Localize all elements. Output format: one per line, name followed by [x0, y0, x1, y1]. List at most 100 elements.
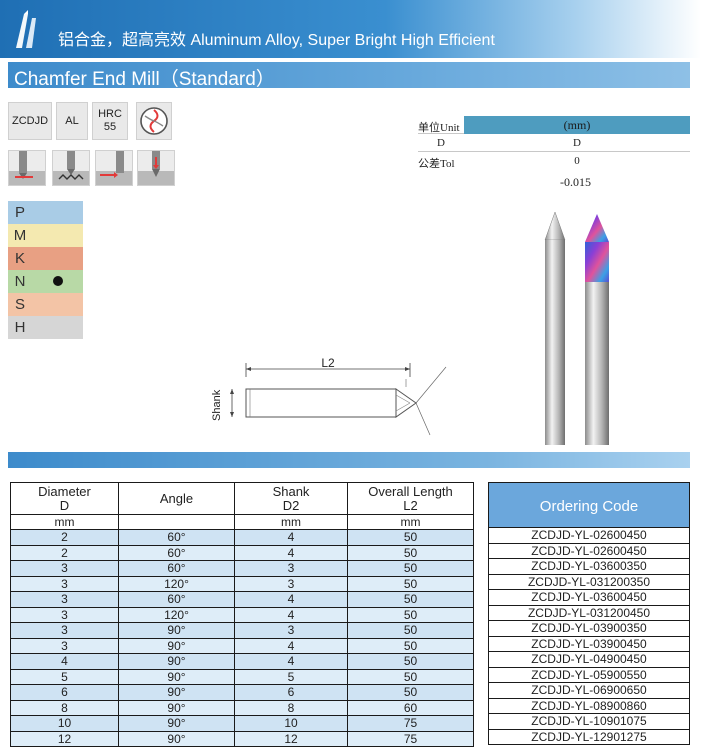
material-box: AL	[56, 102, 88, 140]
table-cell: 50	[347, 637, 474, 654]
unit-value: (mm)	[464, 116, 690, 134]
suitable-dot-icon	[53, 276, 63, 286]
ordering-code: ZCDJD-YL-10901075	[488, 714, 690, 730]
banner-text: 铝合金，超高亮效 Aluminum Alloy, Super Bright Hi…	[58, 32, 495, 49]
table-cell: 75	[347, 730, 474, 747]
unit-label: 单位Unit	[418, 122, 460, 134]
tool-logo-icon	[16, 10, 36, 48]
ordering-code: ZCDJD-YL-031200350	[488, 574, 690, 590]
table-cell: 50	[347, 684, 474, 701]
material-mark	[32, 270, 83, 293]
table-cell: 90°	[118, 653, 235, 670]
ordering-code: ZCDJD-YL-12901275	[488, 729, 690, 745]
ordering-code: ZCDJD-YL-02600450	[488, 543, 690, 559]
ordering-code: ZCDJD-YL-03900450	[488, 636, 690, 652]
table-cell: 4	[10, 653, 119, 670]
table-cell: 50	[347, 668, 474, 685]
ordering-code: ZCDJD-YL-03900350	[488, 621, 690, 637]
unit-cell: mm	[10, 514, 119, 530]
page-title: Chamfer End Mill（Standard）	[14, 69, 275, 90]
ordering-code: ZCDJD-YL-06900650	[488, 683, 690, 699]
material-mark	[32, 316, 83, 339]
material-row-p: P	[8, 201, 83, 224]
table-cell: 60°	[118, 529, 235, 546]
title-bar: Chamfer End Mill（Standard）	[8, 62, 690, 90]
material-row-h: H	[8, 316, 83, 339]
d-value: D	[573, 137, 581, 149]
table-cell: 10	[10, 715, 119, 732]
tol-row: 公差Tol 0	[418, 152, 690, 170]
table-cell: 4	[234, 606, 348, 623]
table-cell: 50	[347, 575, 474, 592]
tol-lower: -0.015	[560, 175, 591, 189]
table-cell: 2	[10, 529, 119, 546]
table-cell: 120°	[118, 575, 235, 592]
table-cell: 4	[234, 591, 348, 608]
unit-row: 单位Unit (mm)	[418, 116, 690, 134]
ordering-code: ZCDJD-YL-03600450	[488, 590, 690, 606]
tool-product-image	[544, 211, 609, 445]
header-row: Diameter D Angle Shank D2 Overall Length…	[10, 482, 474, 515]
header-diameter: Diameter D	[10, 482, 119, 515]
table-cell: 2	[10, 544, 119, 561]
header-angle: Angle	[118, 482, 235, 515]
hrc-value: 55	[103, 121, 117, 133]
table-cell: 5	[10, 668, 119, 685]
top-banner: 铝合金，超高亮效 Aluminum Alloy, Super Bright Hi…	[0, 0, 701, 58]
table-cell: 90°	[118, 684, 235, 701]
material-letter: K	[8, 247, 32, 270]
table-cell: 90°	[118, 699, 235, 716]
operation-spot-icon	[137, 150, 175, 186]
material-letter: P	[8, 201, 32, 224]
table-cell: 50	[347, 560, 474, 577]
table-cell: 50	[347, 622, 474, 639]
table-cell: 90°	[118, 730, 235, 747]
material-mark	[32, 247, 83, 270]
table-cell: 3	[234, 560, 348, 577]
tol-upper: 0	[574, 155, 580, 167]
shank-label: Shank	[211, 389, 223, 421]
table-cell: 6	[10, 684, 119, 701]
header-length: Overall Length L2	[347, 482, 474, 515]
dimension-table: Diameter D Angle Shank D2 Overall Length…	[10, 482, 474, 747]
unit-cell	[118, 514, 235, 530]
table-cell: 6	[234, 684, 348, 701]
units-row: mm mm mm	[10, 514, 474, 530]
ordering-code: ZCDJD-YL-08900860	[488, 698, 690, 714]
ordering-code: ZCDJD-YL-02600450	[488, 528, 690, 544]
flute-section-icon	[140, 107, 168, 135]
hrc-box: HRC 55	[92, 102, 128, 140]
table-cell: 90°	[118, 668, 235, 685]
d-row: D D	[418, 134, 690, 152]
table-cell: 4	[234, 544, 348, 561]
table-cell: 60	[347, 699, 474, 716]
table-cell: 60°	[118, 560, 235, 577]
material-mark	[32, 201, 83, 224]
material-row-s: S	[8, 293, 83, 316]
operation-side-icon	[95, 150, 133, 186]
material-mark	[32, 293, 83, 316]
table-cell: 8	[234, 699, 348, 716]
ordering-code: ZCDJD-YL-031200450	[488, 605, 690, 621]
tolerance-table: 单位Unit (mm) D D 公差Tol 0	[418, 116, 690, 170]
table-cell: 3	[10, 622, 119, 639]
hrc-label: HRC	[98, 108, 122, 120]
material-letter: N	[8, 270, 32, 293]
table-cell: 3	[234, 575, 348, 592]
table-cell: 3	[10, 591, 119, 608]
header-shank: Shank D2	[234, 482, 348, 515]
table-cell: 4	[234, 529, 348, 546]
table-cell: 75	[347, 715, 474, 732]
table-cell: 3	[10, 560, 119, 577]
table-cell: 5	[234, 668, 348, 685]
